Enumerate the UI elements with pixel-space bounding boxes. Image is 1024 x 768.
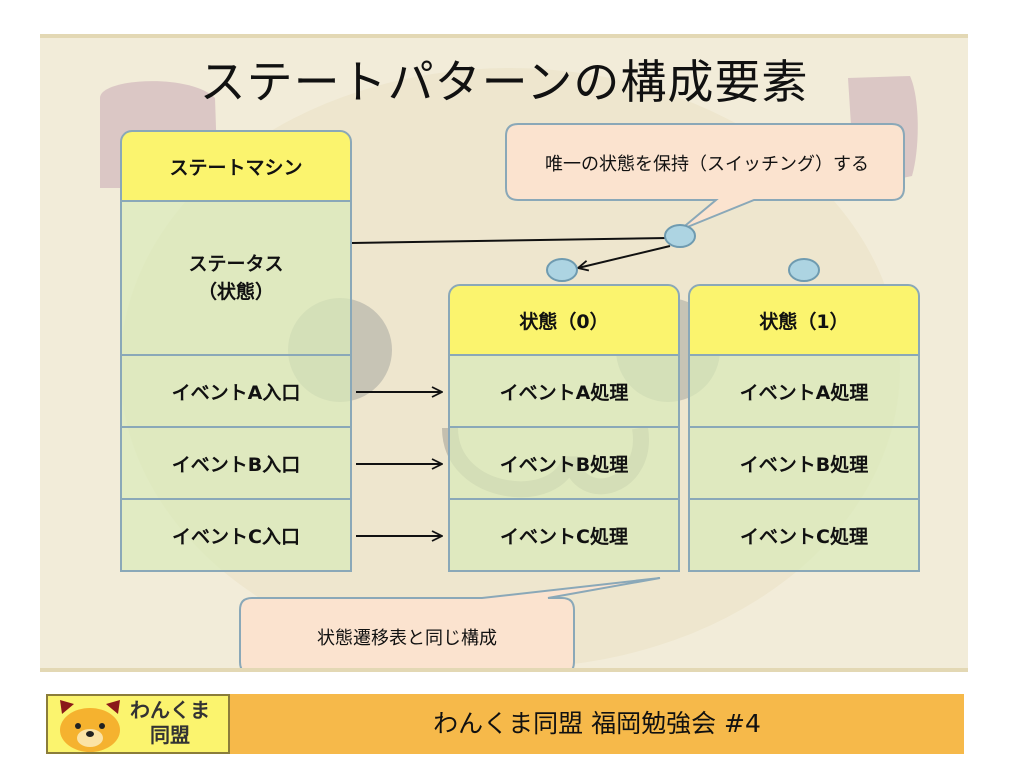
state-1-event-c: イベントC処理: [688, 500, 920, 572]
event-c-entry: イベントC入口: [120, 500, 352, 572]
state-machine-header: ステートマシン: [120, 130, 352, 202]
status-sublabel: （状態）: [197, 281, 274, 303]
state-1-header: 状態（1）: [688, 284, 920, 356]
footer-bar: わんくま 同盟 わんくま同盟 福岡勉強会 #4: [46, 694, 964, 754]
callout-bottom-text: 状態遷移表と同じ構成: [317, 628, 497, 649]
state-0-event-a: イベントA処理: [448, 356, 680, 428]
callout-top-text: 唯一の状態を保持（スイッチング）する: [545, 154, 869, 175]
logo: わんくま 同盟: [46, 694, 230, 754]
state-0-event-b: イベントB処理: [448, 428, 680, 500]
event-b-entry: イベントB入口: [120, 428, 352, 500]
status-cell: ステータス （状態）: [120, 202, 352, 356]
logo-line-2: 同盟: [150, 723, 190, 747]
slide: ステートパターンの構成要素 ステートマシン ステータス （状態） イベントA入口…: [40, 34, 968, 672]
bear-face-icon: [60, 700, 120, 752]
footer-title: わんくま同盟 福岡勉強会 #4: [433, 709, 761, 738]
state-0-header: 状態（0）: [448, 284, 680, 356]
event-a-entry: イベントA入口: [120, 356, 352, 428]
state-1-event-a: イベントA処理: [688, 356, 920, 428]
slide-title: ステートパターンの構成要素: [199, 55, 809, 109]
status-label: ステータス: [188, 252, 284, 275]
logo-text: わんくま 同盟: [130, 698, 210, 748]
state-0-event-c: イベントC処理: [448, 500, 680, 572]
state-1-event-b: イベントB処理: [688, 428, 920, 500]
logo-line-1: わんくま: [130, 698, 210, 722]
